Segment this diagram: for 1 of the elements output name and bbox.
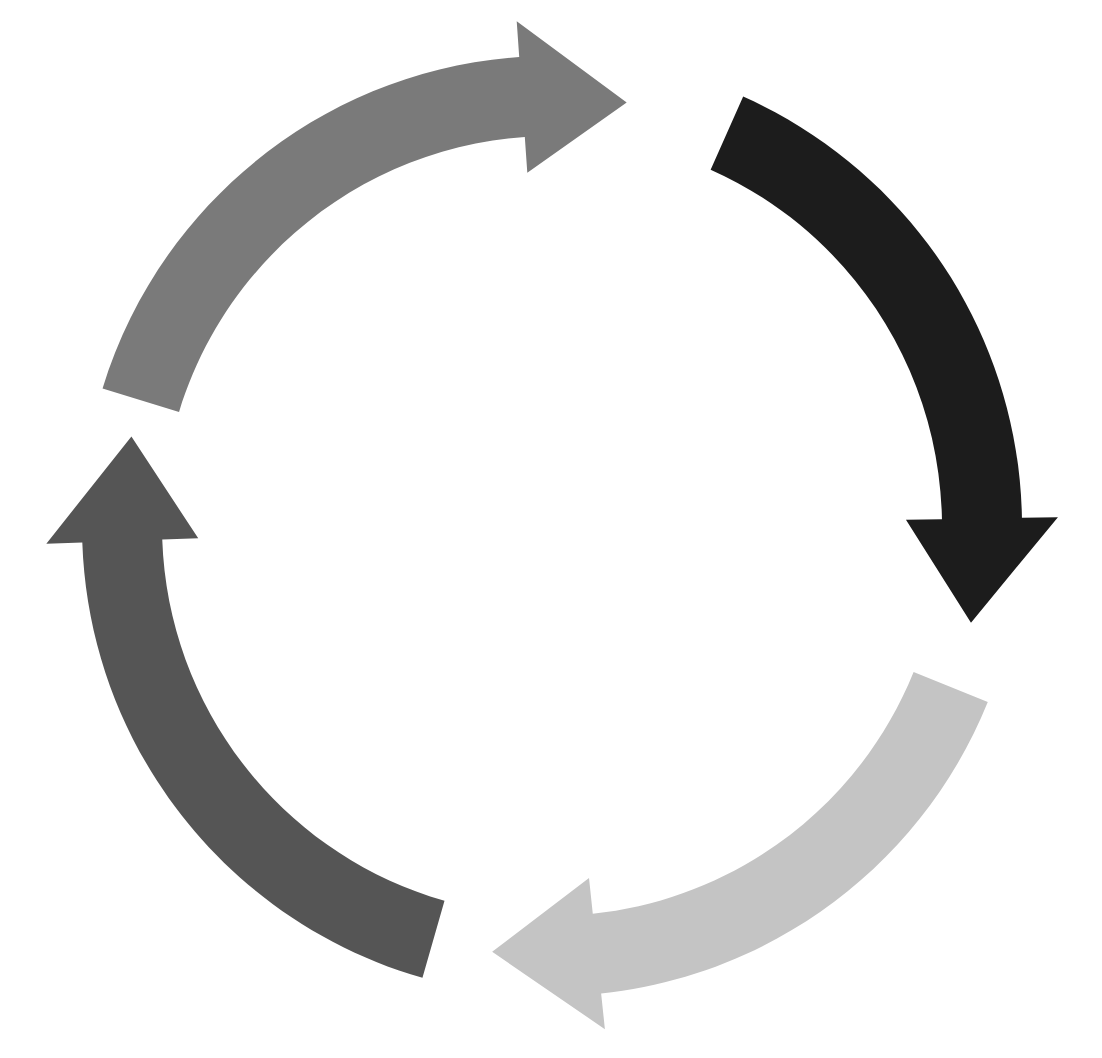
cycle-arrows-drawing	[46, 21, 1058, 1030]
